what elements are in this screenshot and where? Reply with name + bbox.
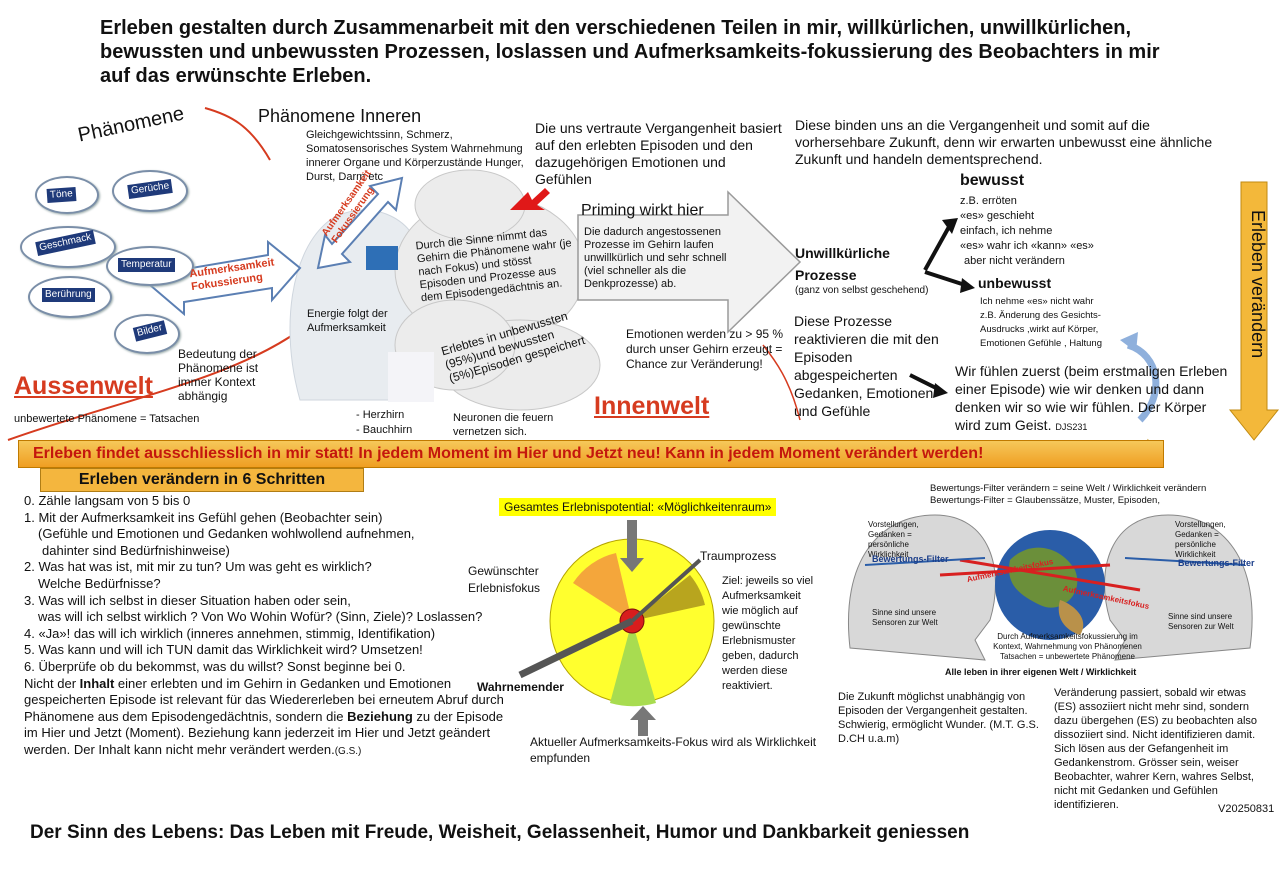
cloud-label-toene: Töne	[46, 187, 77, 203]
bewusst-line: aber nicht verändern	[964, 255, 1065, 267]
unbewusst-list: Ich nehme «es» nicht wahr z.B. Änderung …	[980, 295, 1102, 351]
step-line: (Gefühle und Emotionen und Gedanken wohl…	[38, 526, 415, 542]
bewertungsfilter-left: Bewertungs-Filter	[872, 554, 949, 564]
cloud-label-temperatur: Temperatur	[118, 258, 175, 272]
inner-list: Gleichgewichtssinn, Schmerz, Somatosenso…	[306, 129, 524, 183]
moeglichkeitenraum-label: Gesamtes Erlebnispotential: «Möglichkeit…	[499, 498, 777, 516]
step-line: was will ich selbst wirklich ? Von Wo Wo…	[38, 609, 483, 625]
step-line: Welche Bedürfnisse?	[38, 575, 161, 591]
para-bold: Beziehung	[347, 708, 413, 724]
unwillkuerlich-sub: (ganz von selbst geschehend)	[795, 285, 929, 296]
aussenwelt-label: Aussenwelt	[14, 372, 153, 400]
unbewusst-line: Ausdrucks ,wirkt auf Körper,	[980, 324, 1099, 335]
page-title: Erleben gestalten durch Zusammenarbeit m…	[100, 17, 1160, 87]
zukunft-text: Diese binden uns an die Vergangenheit un…	[795, 117, 1213, 167]
priming-title: Priming wirkt hier	[581, 202, 704, 219]
emotionen-text: Emotionen werden zu > 95 % durch unser G…	[626, 327, 784, 371]
step-line: 4. «Ja»! das will ich wirklich (inneres …	[24, 625, 436, 641]
bewusst-line: «es» wahr ich «kann» «es»	[960, 240, 1094, 252]
step-line: 5. Was kann und will ich TUN damit das W…	[24, 642, 423, 658]
durch-text: Durch Aufmerksamkeitsfokussierung im Kon…	[993, 632, 1142, 661]
footer-sinn: Der Sinn des Lebens: Das Leben mit Freud…	[30, 822, 970, 843]
step-line: 2. Was hat was ist, mit mir zu tun? Um w…	[24, 559, 372, 575]
bewusst-line: einfach, ich nehme	[960, 225, 1053, 237]
filter-line1: Bewertungs-Filter verändern = seine Welt…	[930, 483, 1207, 494]
erleben-veraendern-vertical: Erleben verändern	[1248, 210, 1268, 359]
fuehlen-body: Wir fühlen zuerst (beim erstmaligen Erle…	[955, 363, 1228, 433]
sinne-right: Sinne sind unsere Sensoren zur Welt	[1168, 612, 1234, 631]
step-line: dahinter sind Bedürfnishinweise)	[42, 542, 230, 558]
veraenderung-text: Veränderung passiert, sobald wir etwas (…	[1054, 687, 1258, 811]
para-text: einer erlebten und im Gehirn in Gedanken…	[24, 675, 504, 724]
filter-line2: Bewertungs-Filter = Glaubenssätze, Muste…	[930, 495, 1160, 506]
bedeutung-text: Bedeutung der Phänomene ist immer Kontex…	[178, 347, 259, 403]
main-banner: Erleben findet ausschliesslich in mir st…	[18, 440, 1164, 468]
gewuenschter-label: Gewünschter Erlebnisfokus	[468, 564, 541, 595]
bewusst-title: bewusst	[960, 172, 1025, 189]
alle-text: Alle leben in ihrer eigenen Welt / Wirkl…	[945, 667, 1137, 677]
bewertungsfilter-right: Bewertungs-Filter	[1178, 558, 1255, 568]
herzhirn: - Herzhirn	[356, 409, 405, 421]
aktueller-text: Aktueller Aufmerksamkeits-Fokus wird als…	[530, 735, 817, 765]
neuronen-text: Neuronen die feuern vernetzen sich.	[453, 412, 554, 438]
unbewusst-title: unbewusst	[978, 275, 1052, 291]
steps-list: 0. Zähle langsam von 5 bis 0 1. Mit der …	[24, 493, 564, 761]
para-signature: (G.S.)	[334, 745, 362, 757]
bewusst-line: «es» geschieht	[960, 210, 1034, 222]
version-label: V20250831	[1218, 803, 1275, 815]
steps-title: Erleben verändern in 6 Schritten	[40, 468, 364, 492]
fuehlen-text: Wir fühlen zuerst (beim erstmaligen Erle…	[955, 362, 1235, 436]
vergangenheit-text: Die uns vertraute Vergangenheit basiert …	[535, 120, 782, 187]
cloud-label-beruehrung: Berührung	[42, 288, 95, 302]
wahrnehmender-label: Wahrnemender	[477, 680, 564, 694]
step-line: 1. Mit der Aufmerksamkeit ins Gefühl geh…	[24, 509, 383, 525]
para-text: zu der Episode im Hier und Jetzt (Moment…	[24, 708, 504, 757]
inner-heading: Phänomene Inneren	[258, 106, 422, 126]
bewusst-line: z.B. erröten	[960, 195, 1017, 207]
step-line: 3. Was will ich selbst in dieser Situati…	[24, 592, 351, 608]
unwillkuerlich-title: Unwillkürliche Prozesse	[795, 245, 890, 283]
vorstellungen-left: Vorstellungen, Gedanken = persönliche Wi…	[868, 520, 919, 559]
para-text: Nicht der	[24, 675, 80, 691]
step-line: 0. Zähle langsam von 5 bis 0	[24, 493, 191, 508]
step-line: 6. Überprüfe ob du bekommst, was du will…	[24, 658, 406, 674]
tatsachen-text: unbewertete Phänomene = Tatsachen	[14, 413, 200, 425]
vorstellungen-right: Vorstellungen, Gedanken = persönliche Wi…	[1175, 520, 1226, 559]
traumprozess-label: Traumprozess	[700, 549, 777, 563]
sinne-left: Sinne sind unsere Sensoren zur Welt	[872, 608, 938, 627]
energie-text: Energie folgt der Aufmerksamkeit	[307, 308, 388, 334]
inhalt-paragraph: Nicht der Inhalt einer erlebten und im G…	[24, 676, 504, 761]
zukunft2-text: Die Zukunft möglichst unabhängig von Epi…	[838, 691, 1039, 745]
unbewusst-line: z.B. Änderung des Gesichts-	[980, 310, 1101, 321]
unbewusst-line: Ich nehme «es» nicht wahr	[980, 296, 1094, 307]
bewusst-list: z.B. erröten «es» geschieht einfach, ich…	[960, 194, 1094, 269]
bauchhirn: - Bauchhirn	[356, 424, 413, 436]
priming-text: Die dadurch angestossenen Prozesse im Ge…	[584, 226, 727, 290]
djs-code: DJS231	[1055, 422, 1088, 432]
unbewusst-line: Emotionen Gefühle , Haltung	[980, 338, 1102, 349]
innenwelt-label: Innenwelt	[594, 392, 710, 420]
para-bold: Inhalt	[79, 675, 115, 691]
reaktivieren-text: Diese Prozesse reaktivieren die mit den …	[794, 313, 939, 419]
ziel-text: Ziel: jeweils so viel Aufmerksamkeit wie…	[722, 575, 814, 692]
